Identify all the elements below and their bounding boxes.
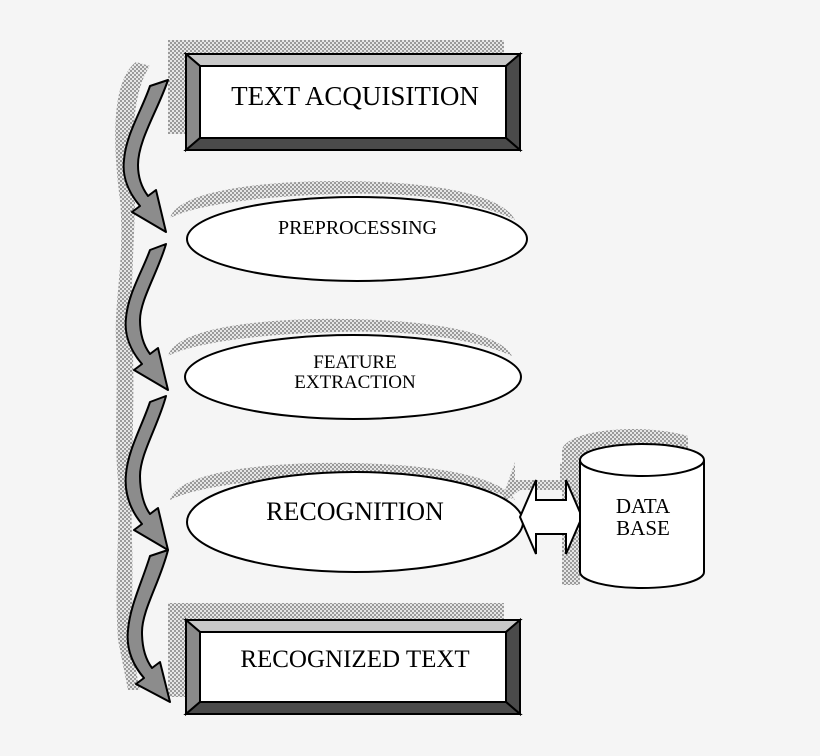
database-line1: DATA <box>615 493 671 518</box>
preprocessing-ellipse <box>186 196 528 282</box>
ellipse-shadow-3 <box>170 462 515 500</box>
feature-extraction-label: FEATURE EXTRACTION <box>190 346 520 400</box>
database-cylinder <box>579 443 705 589</box>
feature-extraction-line1: FEATURE <box>313 352 397 374</box>
left-arrow-shadow <box>115 62 150 690</box>
text-acquisition-box <box>183 51 523 153</box>
ellipse-shadow-2 <box>168 318 512 356</box>
preprocessing-label: PREPROCESSING <box>190 206 525 250</box>
flow-arrows <box>122 79 171 703</box>
ellipse-shadow-1 <box>170 180 515 220</box>
recognized-text-text: RECOGNIZED TEXT <box>240 645 470 673</box>
feature-extraction-ellipse <box>184 334 522 420</box>
recognized-text-box <box>183 617 523 717</box>
recognition-label: RECOGNITION <box>190 490 520 534</box>
flow-arrow-rec-to-out <box>126 549 171 703</box>
flow-arrow-pre-to-feat <box>124 243 169 391</box>
text-acquisition-label: TEXT ACQUISITION <box>205 72 505 120</box>
database-label: DATA BASE <box>580 488 706 546</box>
database-line2: BASE <box>616 516 670 540</box>
text-acquisition-text: TEXT ACQUISITION <box>231 80 479 111</box>
flow-arrow-acq-to-pre <box>122 79 169 233</box>
recognition-text: RECOGNITION <box>266 497 444 527</box>
double-arrow-shadow <box>500 462 575 505</box>
feature-extraction-line2: EXTRACTION <box>294 372 416 393</box>
flow-arrow-feat-to-rec <box>124 395 169 551</box>
recognized-text-label: RECOGNIZED TEXT <box>205 636 505 684</box>
preprocessing-text: PREPROCESSING <box>278 216 437 239</box>
